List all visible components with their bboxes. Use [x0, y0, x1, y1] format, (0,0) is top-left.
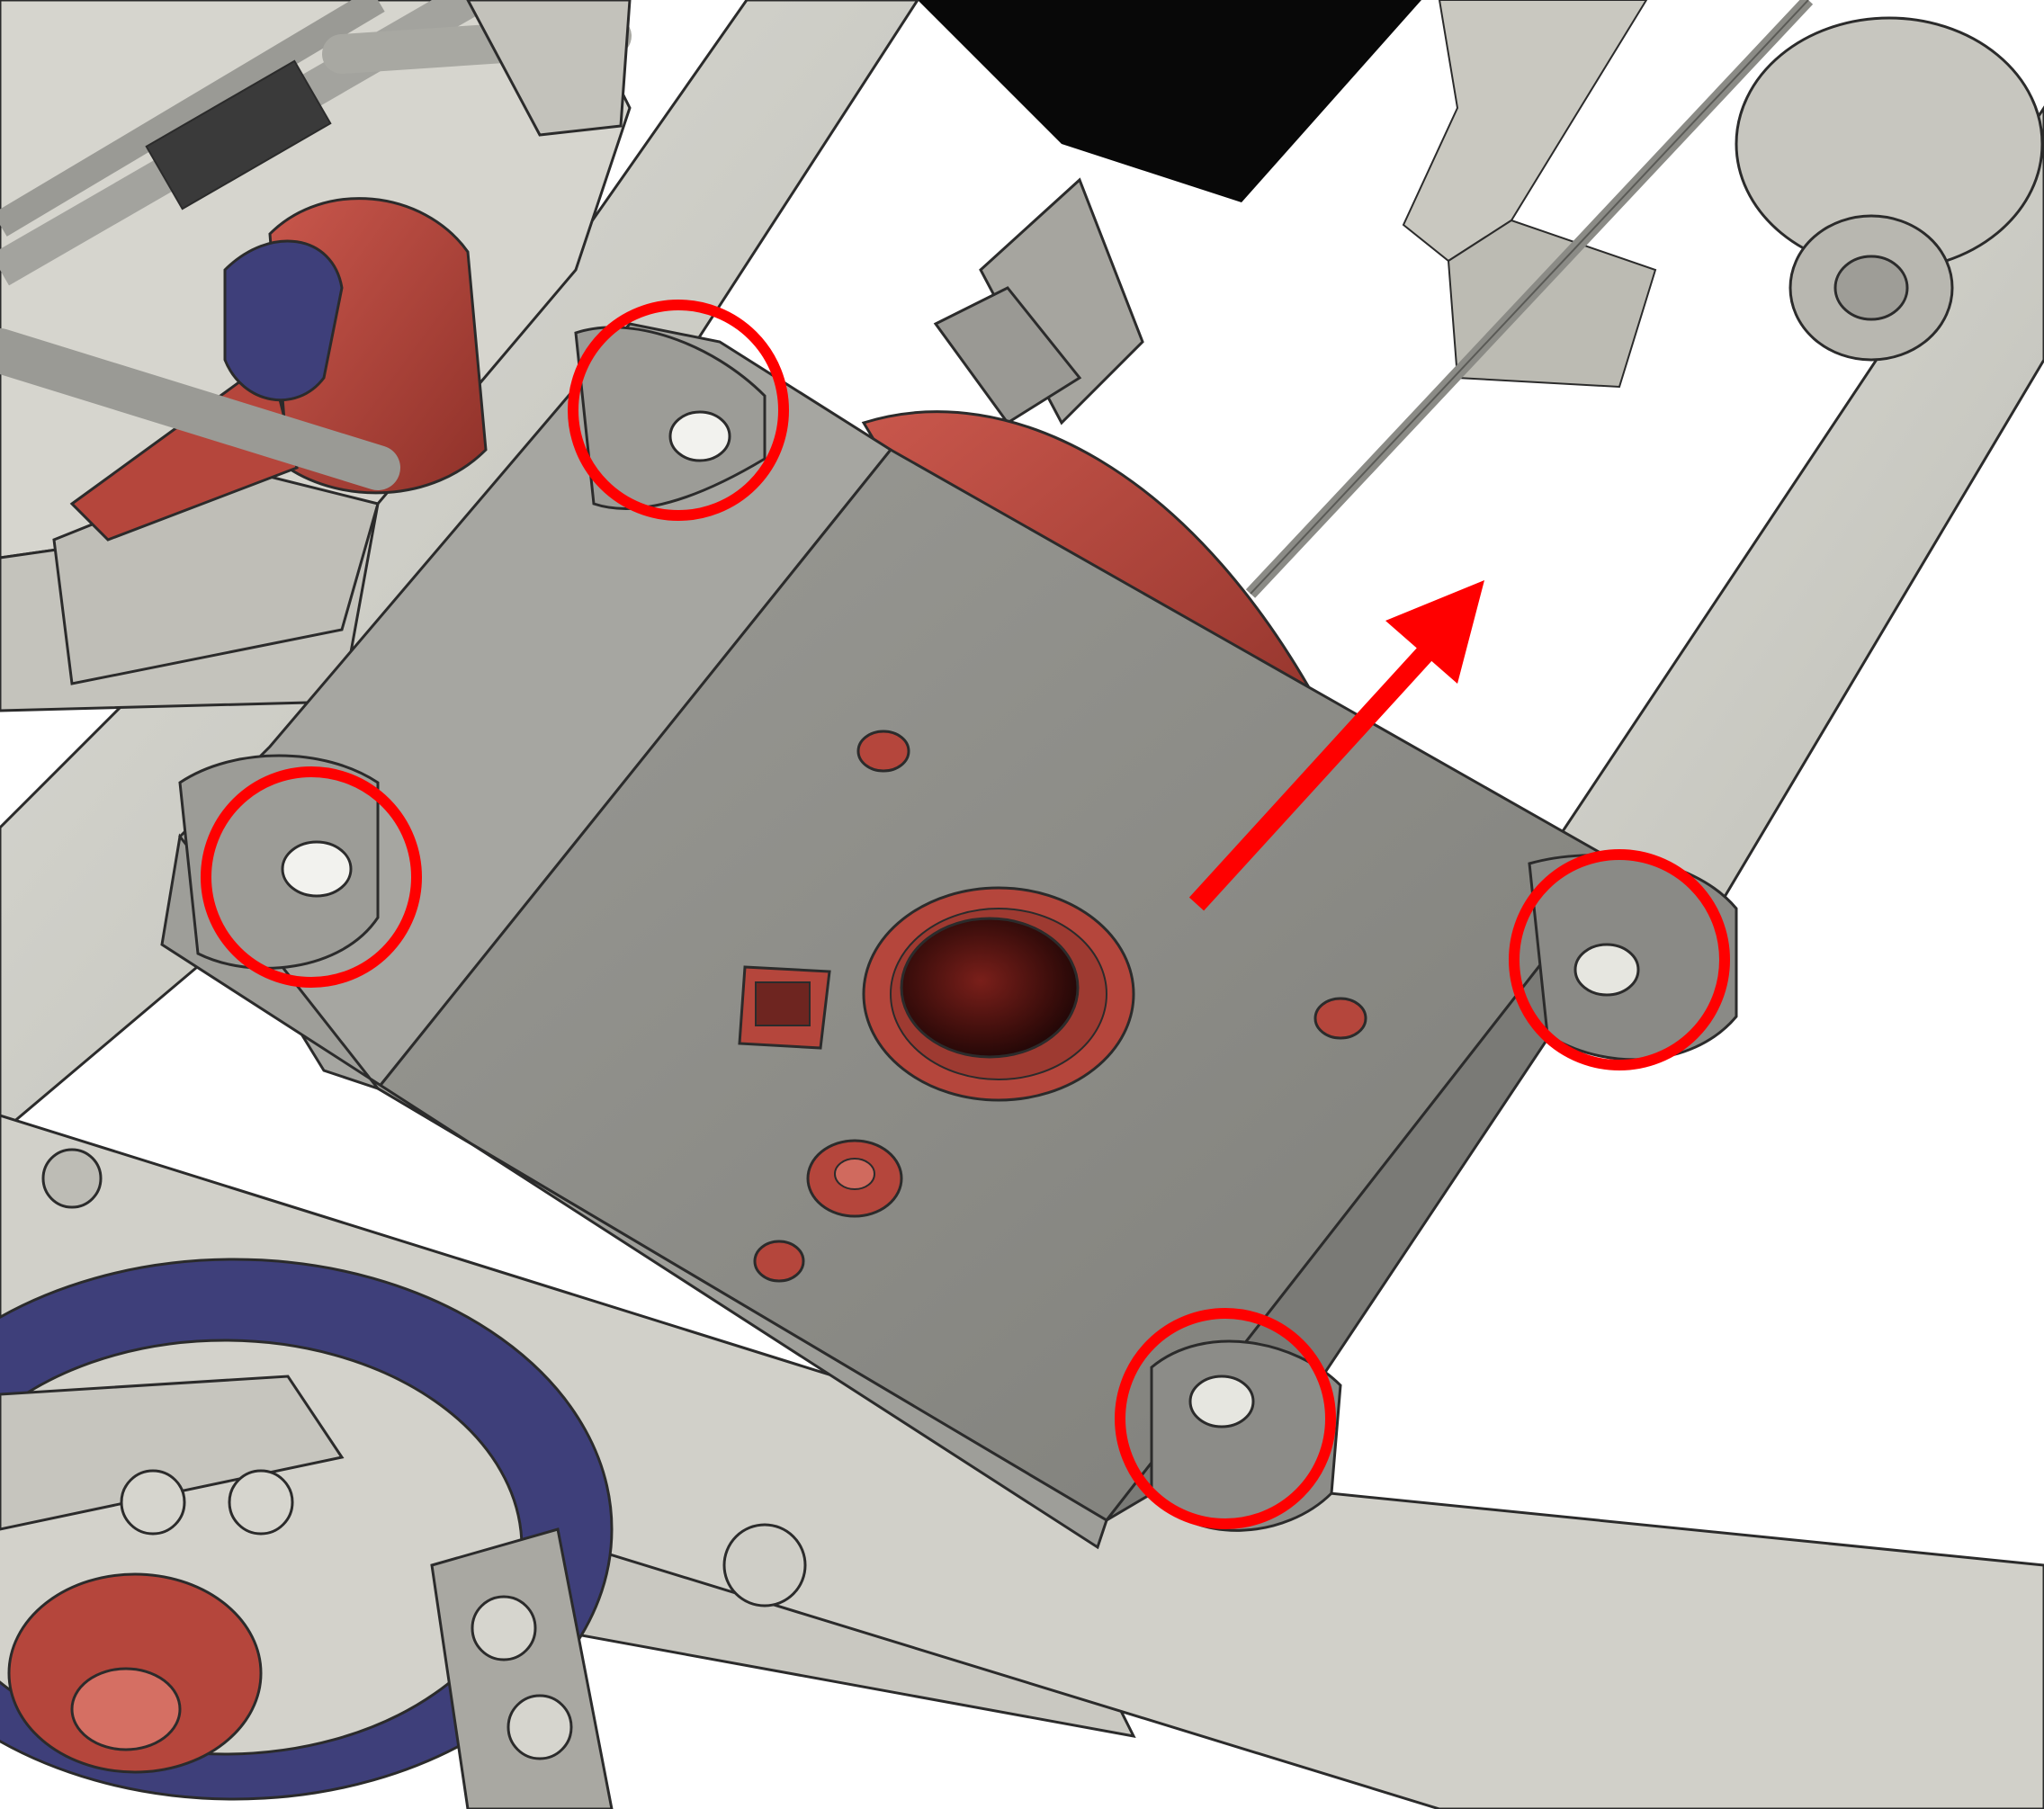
rivet-right — [1313, 997, 1367, 1040]
rivet-bottom — [753, 1240, 805, 1283]
highlight-circle-left — [201, 766, 422, 988]
lower-left-wheel-assembly — [0, 1148, 807, 1809]
upper-left-assembly — [0, 0, 632, 712]
mount-hole-bottom[interactable] — [1188, 1375, 1255, 1428]
sensor-chip — [738, 965, 831, 1050]
pulley-upper-right — [1735, 16, 2044, 362]
rivet-top — [856, 730, 910, 773]
highlight-circle-top — [568, 300, 789, 521]
mount-hole-left[interactable] — [281, 840, 353, 898]
mount-hole-right[interactable] — [1573, 943, 1640, 997]
bore-opening — [862, 886, 1135, 1102]
dark-block — [918, 0, 1421, 202]
highlight-circles — [201, 300, 1730, 1529]
boss-lower — [806, 1139, 903, 1218]
upper-right-bracket-face — [1447, 219, 1657, 389]
mount-hole-top[interactable] — [668, 410, 731, 462]
highlight-circle-right — [1509, 849, 1730, 1070]
direction-arrow — [1188, 580, 1484, 911]
upper-right-bracket — [1402, 0, 1648, 263]
highlight-circle-bottom — [1115, 1308, 1336, 1529]
